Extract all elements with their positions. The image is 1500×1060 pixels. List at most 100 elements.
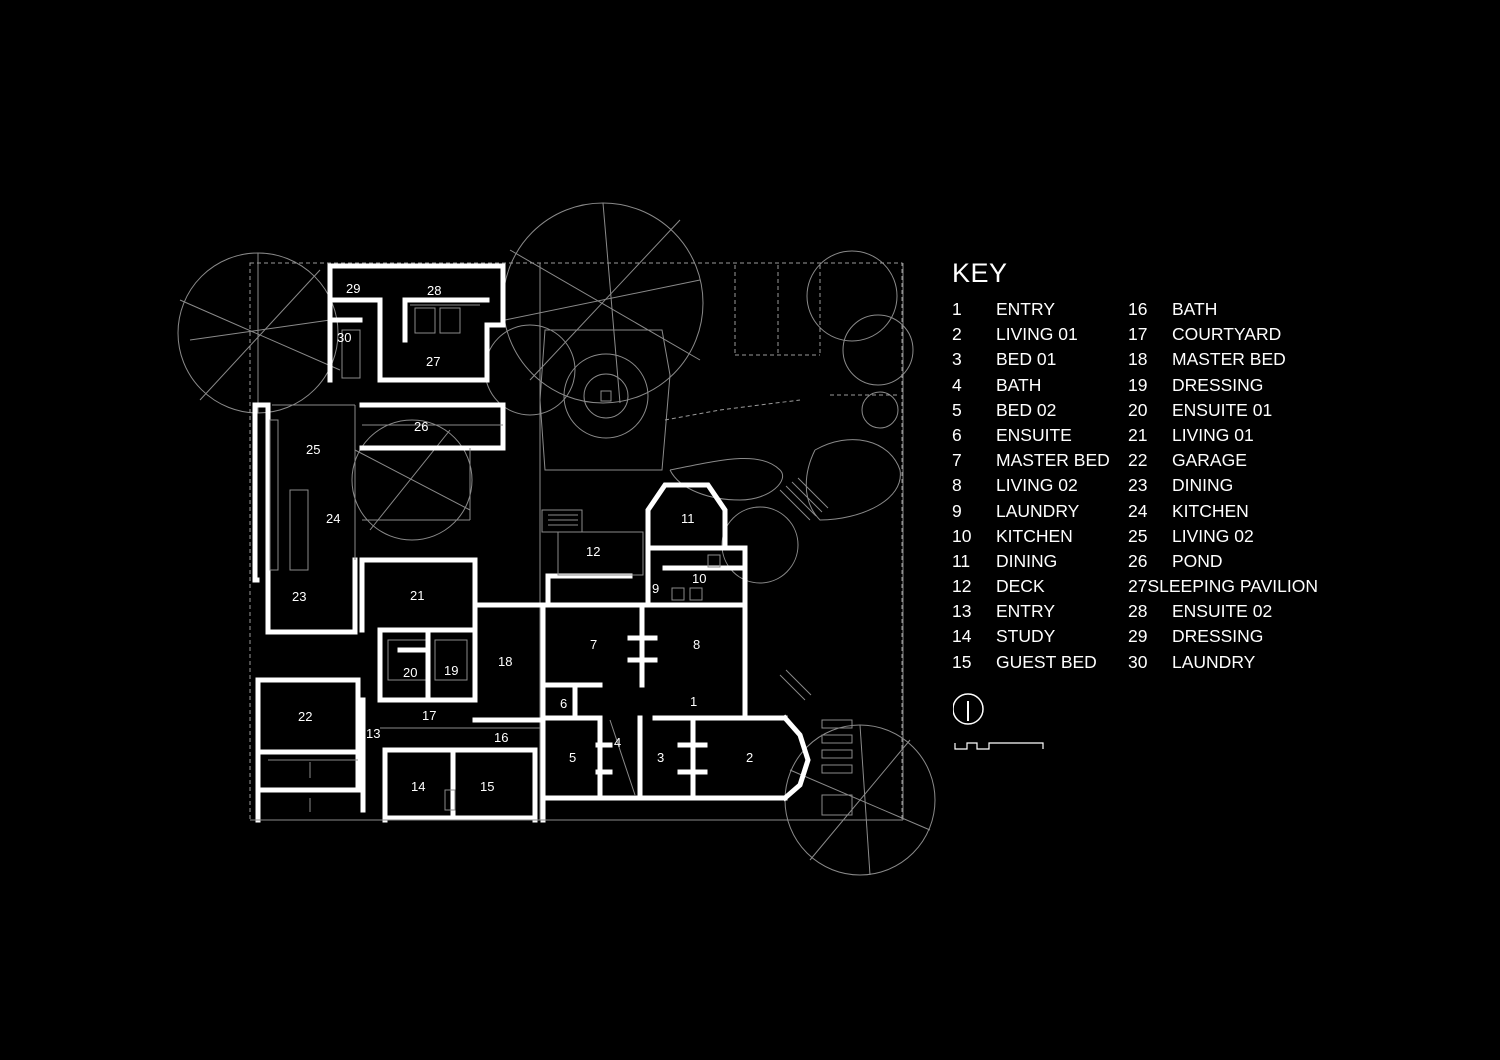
- sleeping-pavilion-walls: [327, 263, 506, 383]
- key-entry-name: DINING: [996, 550, 1058, 571]
- key-entry: 29 DRESSING: [1128, 624, 1304, 649]
- key-entry-number: 8: [952, 475, 962, 496]
- stair-icon: [779, 477, 853, 816]
- key-entry-name: ENSUITE 02: [1172, 601, 1273, 622]
- key-entry-name: DRESSING: [1172, 626, 1264, 647]
- room-label: 16: [494, 730, 508, 745]
- room-label: 22: [298, 709, 312, 724]
- room-label: 18: [498, 654, 512, 669]
- room-label: 2: [746, 750, 753, 765]
- key-entry-number: 30: [1128, 651, 1148, 672]
- room-label: 3: [657, 750, 664, 765]
- room-label: 20: [403, 665, 417, 680]
- key-entry-number: 22: [1128, 450, 1148, 471]
- key-entry: 12 DECK: [952, 574, 1128, 599]
- key-entry-number: 29: [1128, 626, 1148, 647]
- key-entry-number: 15: [952, 651, 972, 672]
- pond-walls: [359, 402, 506, 521]
- key-entry-name: BED 01: [996, 349, 1057, 370]
- key-entry-name: ENTRY: [996, 299, 1055, 319]
- key-entry-number: 12: [952, 576, 972, 597]
- room-label: 26: [414, 419, 428, 434]
- key-entry-name: SLEEPING PAVILION: [1147, 576, 1318, 597]
- key-entry-number: 5: [952, 399, 962, 420]
- key-entry-name: MASTER BED: [1172, 349, 1286, 370]
- room-label: 12: [586, 544, 600, 559]
- key-entry-number: 17: [1128, 324, 1148, 345]
- tree-canopy-icon: [502, 202, 704, 471]
- key-entry-number: 28: [1128, 601, 1148, 622]
- room-label: 30: [337, 330, 351, 345]
- key-entry-name: ENSUITE: [996, 424, 1072, 445]
- cottage-walls: [540, 573, 811, 823]
- key-entry-name: DECK: [996, 576, 1045, 597]
- key-entry: 8 LIVING 02: [952, 473, 1128, 498]
- tree-canopy-icon: [784, 724, 936, 876]
- garage-walls: [255, 677, 361, 823]
- key-entry-number: 13: [952, 601, 972, 622]
- room-label: 7: [590, 637, 597, 652]
- room-labels: 1 2 3 4 5 6 7 8 9 10 11 12 13 14 15 16 1…: [292, 281, 753, 794]
- key-entry-name: ENSUITE 01: [1172, 399, 1273, 420]
- room-label: 6: [560, 696, 567, 711]
- master-wing-walls: [359, 557, 543, 729]
- key-entry: 1 ENTRY: [952, 297, 1128, 322]
- key-entry-number: 9: [952, 500, 962, 521]
- key-entry-name: DINING: [1172, 475, 1234, 496]
- key-entry-name: KITCHEN: [996, 525, 1073, 546]
- room-label: 9: [652, 581, 659, 596]
- key-entry-number: 26: [1128, 550, 1148, 571]
- key-entry-name: BED 02: [996, 399, 1057, 420]
- key-entry: 26 POND: [1128, 549, 1304, 574]
- room-label: 10: [692, 571, 706, 586]
- room-label: 14: [411, 779, 425, 794]
- room-label: 19: [444, 663, 458, 678]
- key-entry-name: LIVING 02: [996, 475, 1078, 496]
- key-entry: 9 LAUNDRY: [952, 499, 1128, 524]
- key-entry-name: LIVING 01: [996, 324, 1078, 345]
- key-entry-name: BATH: [996, 374, 1042, 395]
- key-entry-number: 1: [952, 299, 962, 319]
- key-entry-name: LAUNDRY: [996, 500, 1080, 521]
- key-entry-number: 21: [1128, 424, 1148, 445]
- tree-canopy-icon: [484, 250, 914, 584]
- key-entry-number: 23: [1128, 475, 1148, 496]
- room-label: 11: [681, 511, 695, 526]
- key-entry-number: 19: [1128, 374, 1148, 395]
- key-entry: 28 ENSUITE 02: [1128, 599, 1304, 624]
- key-entry-number: 14: [952, 626, 972, 647]
- scale-bar-icon: [954, 742, 1044, 750]
- room-label: 27: [426, 354, 440, 369]
- room-label: 4: [614, 735, 621, 750]
- room-label: 17: [422, 708, 436, 723]
- room-label: 1: [690, 694, 697, 709]
- key-entry-number: 18: [1128, 349, 1148, 370]
- room-label: 21: [410, 588, 424, 603]
- key-entry-number: 24: [1128, 500, 1148, 521]
- key-entry-name: POND: [1172, 550, 1223, 571]
- key-entry-number: 2: [952, 324, 962, 345]
- room-label: 25: [306, 442, 320, 457]
- key-entry-number: 16: [1128, 299, 1148, 319]
- room-label: 15: [480, 779, 494, 794]
- key-entry-name: KITCHEN: [1172, 500, 1249, 521]
- key-title: KEY: [952, 258, 1008, 288]
- tree-canopy-icon: [351, 419, 473, 541]
- key-entry: 18 MASTER BED: [1128, 347, 1304, 372]
- key-entry-name: GARAGE: [1172, 450, 1247, 471]
- key-entry-number: 7: [952, 450, 962, 471]
